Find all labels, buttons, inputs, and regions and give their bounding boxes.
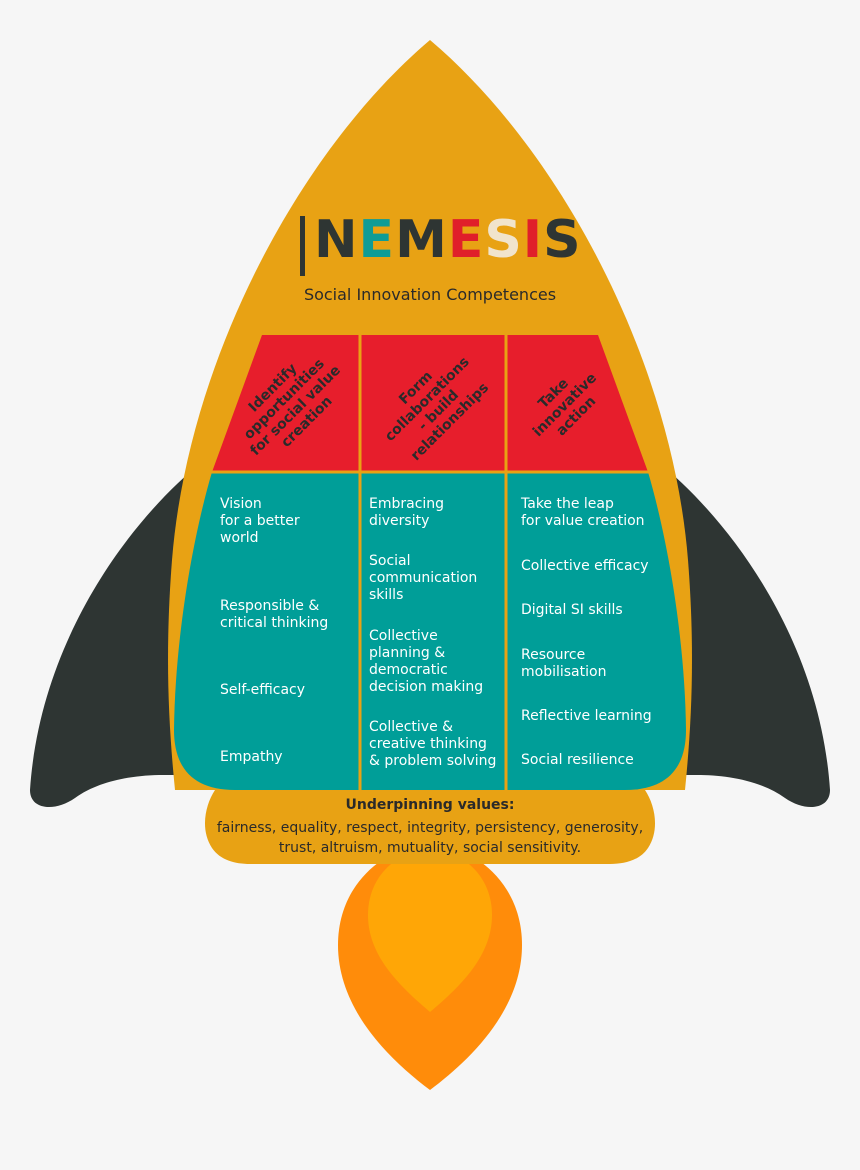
- competence-item: Collective planning & democratic decisio…: [369, 628, 504, 696]
- competence-item: Self-efficacy: [220, 682, 355, 699]
- competence-item: Social resilience: [521, 752, 671, 769]
- competence-item: Take the leap for value creation: [521, 496, 671, 530]
- competence-item: Embracing diversity: [369, 496, 504, 530]
- values-line-1: fairness, equality, respect, integrity, …: [200, 820, 660, 836]
- logo-letter-i: I: [523, 210, 543, 270]
- competence-item: Reflective learning: [521, 708, 671, 725]
- competence-item: Responsible & critical thinking: [220, 598, 355, 632]
- competence-item: Digital SI skills: [521, 602, 671, 619]
- logo-letter-e: E: [448, 210, 485, 270]
- competence-item: Collective & creative thinking & problem…: [369, 719, 504, 770]
- competence-item: Resource mobilisation: [521, 647, 671, 681]
- subtitle: Social Innovation Competences: [230, 285, 630, 304]
- logo-letter-s: S: [543, 210, 581, 270]
- values-title: Underpinning values:: [230, 797, 630, 813]
- competence-item: Vision for a better world: [220, 496, 355, 547]
- logo-bar-icon: [300, 216, 305, 276]
- logo-letter-e: E: [359, 210, 396, 270]
- competence-item: Social communication skills: [369, 553, 504, 604]
- competence-item: Collective efficacy: [521, 558, 671, 575]
- logo-letter-m: M: [395, 210, 448, 270]
- nemesis-logo: NEMESIS: [300, 214, 562, 276]
- logo-letter-n: N: [314, 210, 359, 270]
- competence-item: Empathy: [220, 749, 355, 766]
- logo-letter-s: S: [484, 210, 522, 270]
- values-line-2: trust, altruism, mutuality, social sensi…: [200, 840, 660, 856]
